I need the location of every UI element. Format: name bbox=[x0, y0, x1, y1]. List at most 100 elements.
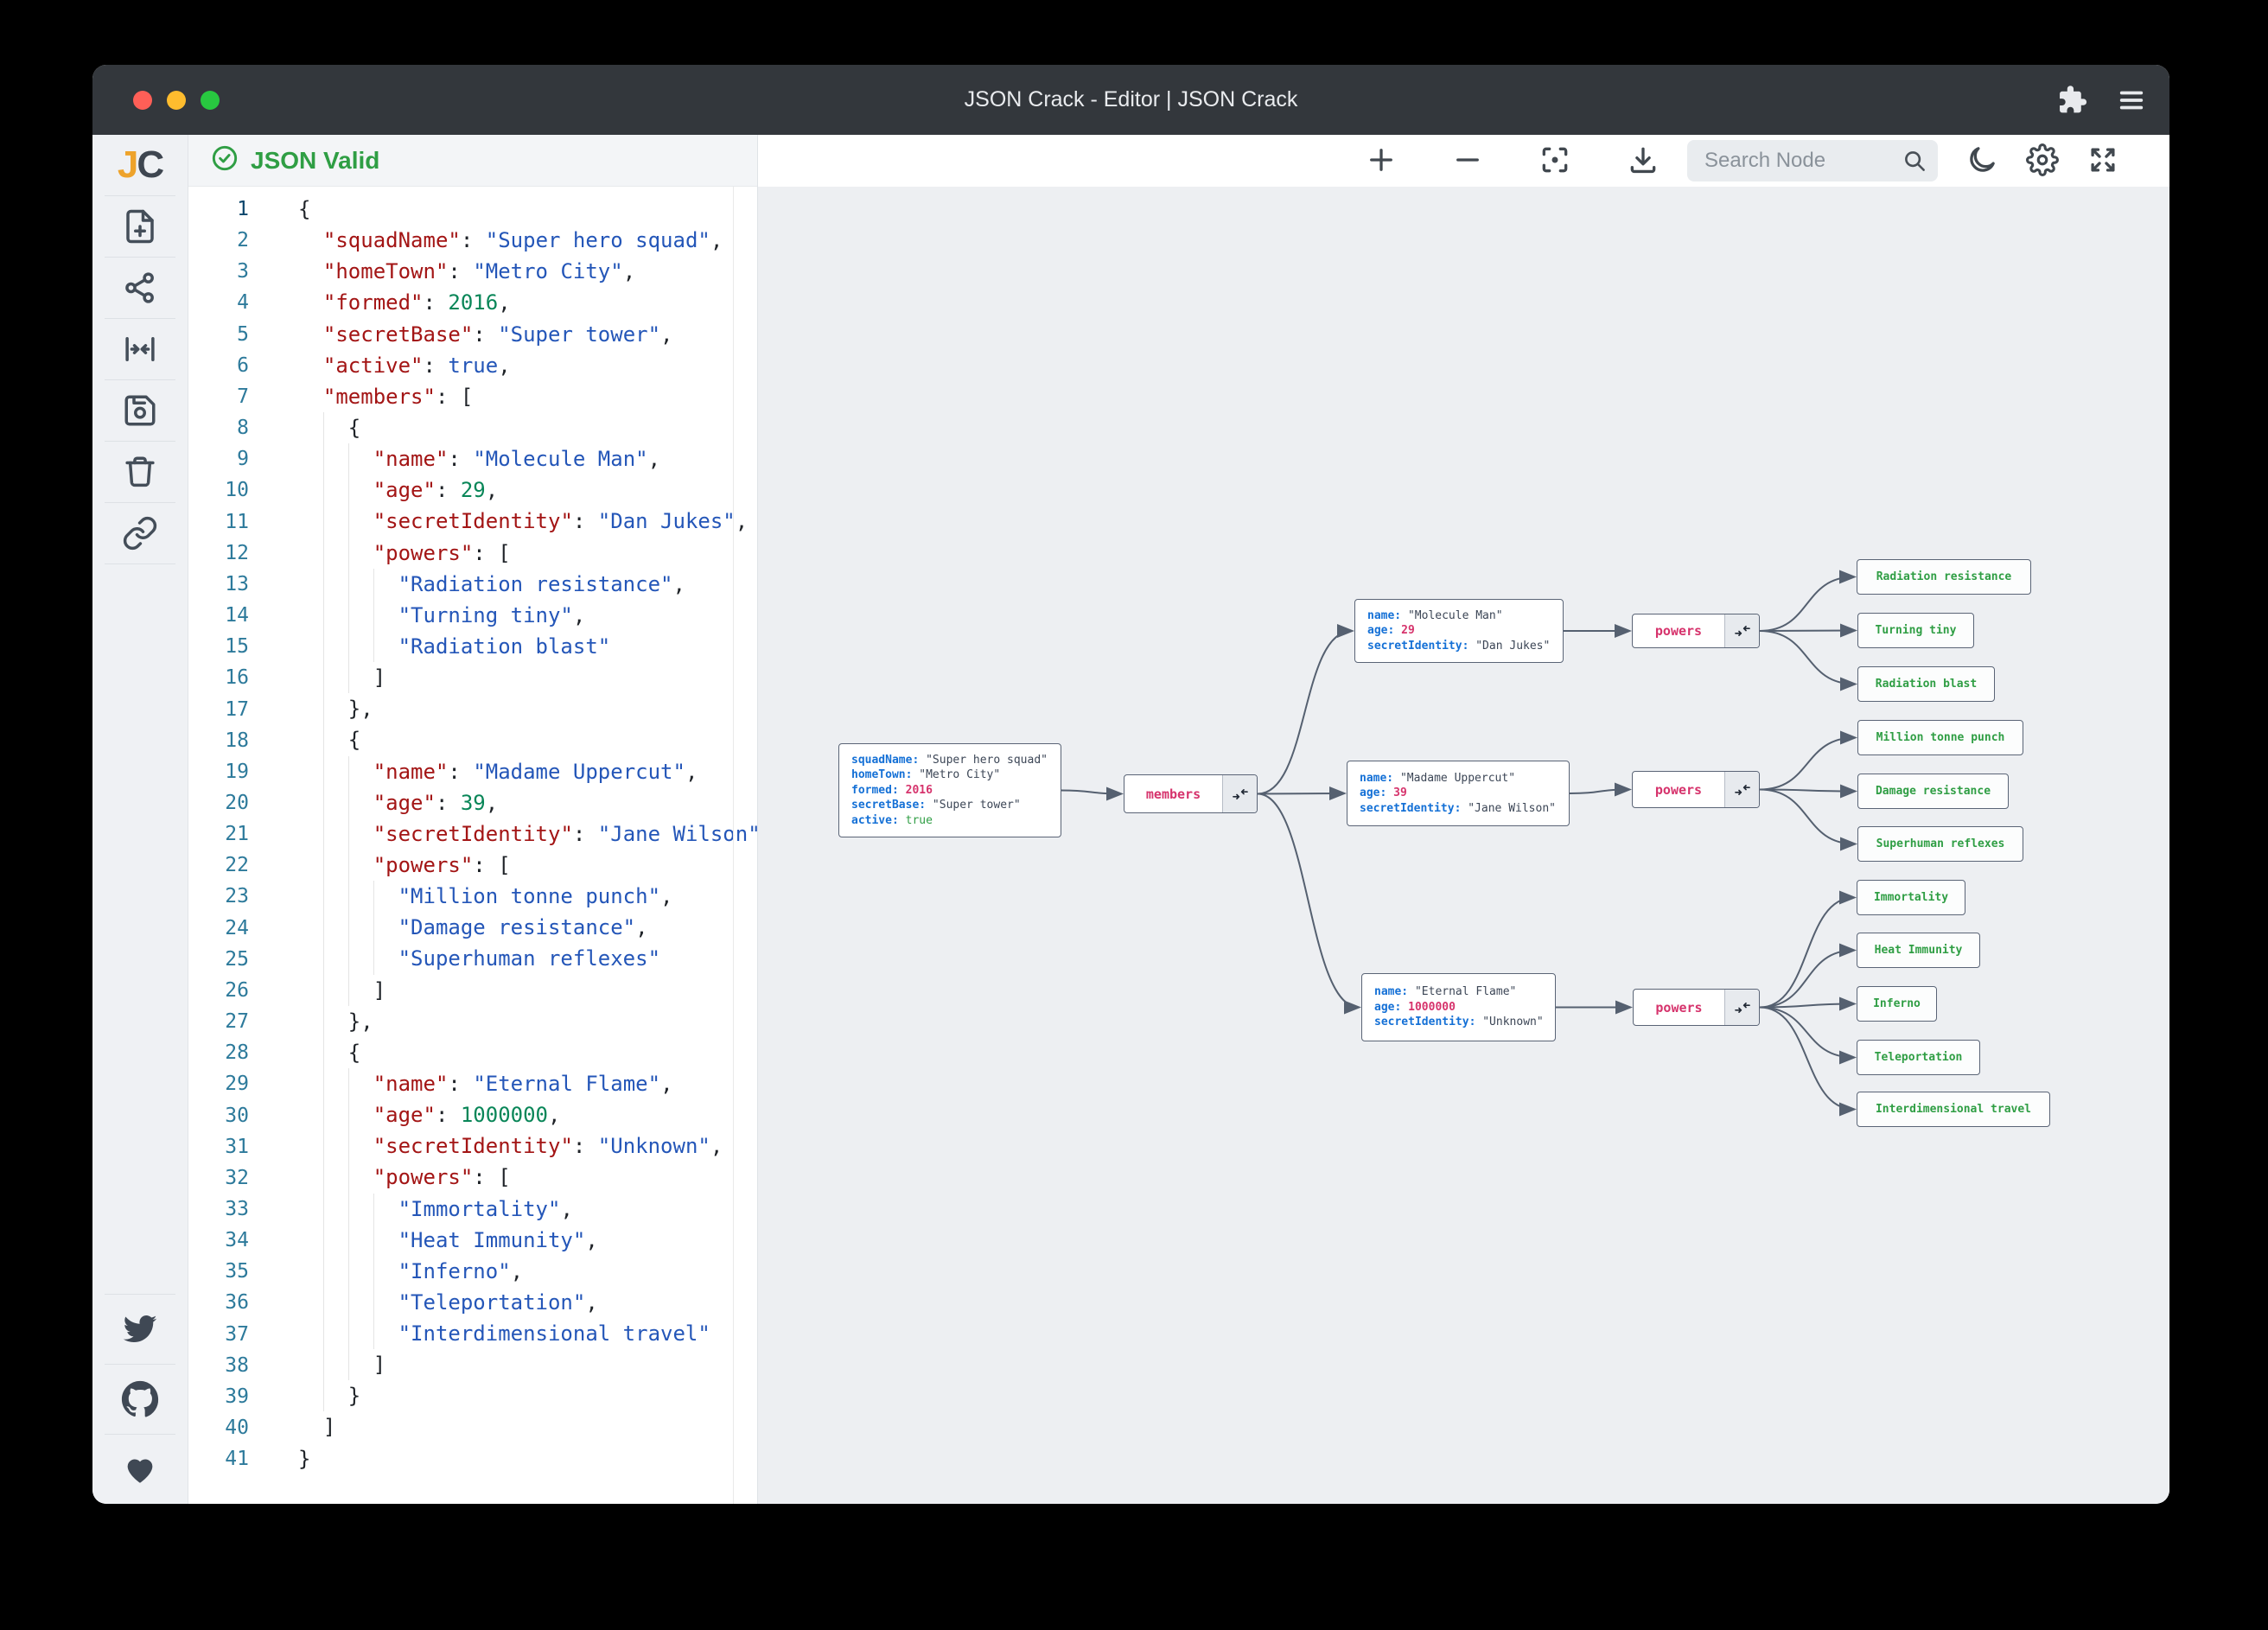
editor-code[interactable]: { "squadName": "Super hero squad", "home… bbox=[298, 194, 757, 1504]
code-line: "secretIdentity": "Unknown", bbox=[298, 1130, 757, 1162]
menu-icon[interactable] bbox=[2114, 86, 2149, 115]
indent-guide bbox=[373, 912, 374, 944]
close-window-button[interactable] bbox=[133, 90, 152, 110]
graph-node-root[interactable]: squadName: "Super hero squad"homeTown: "… bbox=[838, 743, 1061, 837]
code-line: "secretIdentity": "Jane Wilson", bbox=[298, 818, 757, 850]
code-line: "secretIdentity": "Dan Jukes", bbox=[298, 506, 757, 538]
code-line: "Immortality", bbox=[298, 1193, 757, 1225]
graph-node-p1[interactable]: powers bbox=[1632, 614, 1760, 648]
graph-node-l3b[interactable]: Heat Immunity bbox=[1857, 933, 1980, 968]
line-number: 16 bbox=[225, 666, 249, 690]
graph-node-l1a[interactable]: Radiation resistance bbox=[1857, 559, 2031, 595]
graph-node-p3[interactable]: powers bbox=[1633, 989, 1760, 1026]
divider bbox=[105, 1434, 175, 1435]
leaf-text: Teleportation bbox=[1874, 1051, 1963, 1064]
fullscreen-button[interactable] bbox=[2086, 143, 2119, 179]
divider bbox=[105, 318, 175, 319]
collapse-icon[interactable] bbox=[1724, 614, 1759, 647]
collapse-icon[interactable] bbox=[1724, 990, 1759, 1025]
line-number: 41 bbox=[225, 1448, 249, 1471]
indent-guide bbox=[347, 1162, 349, 1194]
graph-node-l1c[interactable]: Radiation blast bbox=[1857, 666, 1995, 702]
window-title: JSON Crack - Editor | JSON Crack bbox=[964, 87, 1298, 111]
graph-node-l1b[interactable]: Turning tiny bbox=[1857, 613, 1974, 648]
indent-guide bbox=[322, 1286, 324, 1319]
extension-puzzle-icon[interactable] bbox=[2055, 84, 2088, 117]
divider bbox=[105, 195, 175, 196]
code-line: "squadName": "Super hero squad", bbox=[322, 228, 723, 253]
sidebar-item-sponsor[interactable] bbox=[92, 1435, 188, 1504]
leaf-text: Turning tiny bbox=[1875, 624, 1957, 637]
indent-guide bbox=[347, 912, 349, 944]
indent-guide bbox=[322, 1380, 324, 1412]
sidebar-item-center-view[interactable] bbox=[92, 319, 188, 379]
zoom-in-button[interactable] bbox=[1366, 144, 1397, 178]
line-number: 26 bbox=[225, 978, 249, 1002]
graph-node-l3a[interactable]: Immortality bbox=[1857, 880, 1965, 915]
sidebar-item-share-link[interactable] bbox=[92, 503, 188, 563]
graph-node-l3c[interactable]: Inferno bbox=[1857, 986, 1937, 1022]
graph-node-l2c[interactable]: Superhuman reflexes bbox=[1857, 826, 2023, 862]
indent-guide bbox=[322, 849, 324, 882]
title-bar: JSON Crack - Editor | JSON Crack bbox=[92, 65, 2169, 135]
maximize-window-button[interactable] bbox=[201, 90, 220, 110]
sidebar-item-github[interactable] bbox=[92, 1365, 188, 1434]
sidebar-item-save[interactable] bbox=[92, 380, 188, 441]
search-node-box bbox=[1687, 140, 1938, 181]
graph-canvas[interactable]: squadName: "Super hero squad"homeTown: "… bbox=[758, 187, 2169, 1504]
divider bbox=[105, 1294, 175, 1295]
graph-node-l3e[interactable]: Interdimensional travel bbox=[1857, 1092, 2050, 1127]
download-image-button[interactable] bbox=[1627, 143, 1660, 179]
code-line: { bbox=[298, 1036, 757, 1068]
line-number: 9 bbox=[237, 448, 249, 471]
twitter-icon bbox=[122, 1311, 158, 1347]
toggle-theme-button[interactable] bbox=[1965, 143, 1998, 179]
line-number: 37 bbox=[225, 1322, 249, 1346]
graph-node-p2[interactable]: powers bbox=[1632, 771, 1760, 808]
graph-node-l2a[interactable]: Million tonne punch bbox=[1857, 720, 2023, 755]
code-line: { bbox=[298, 411, 757, 444]
leaf-text: Radiation blast bbox=[1875, 678, 1978, 691]
graph-edge bbox=[1759, 943, 1857, 1009]
indent-guide bbox=[322, 537, 324, 569]
node-row: active: true bbox=[851, 813, 933, 827]
collapse-icon[interactable] bbox=[1724, 772, 1759, 807]
indent-guide bbox=[322, 786, 324, 818]
settings-button[interactable] bbox=[2026, 143, 2059, 179]
divider bbox=[105, 379, 175, 380]
graph-node-members[interactable]: members bbox=[1124, 774, 1258, 813]
indent-guide bbox=[322, 943, 324, 975]
sidebar-item-graph-view[interactable] bbox=[92, 258, 188, 318]
leaf-text: Superhuman reflexes bbox=[1876, 837, 2005, 850]
code-line: } bbox=[298, 1446, 311, 1471]
editor-status-bar: JSON Valid bbox=[188, 135, 757, 187]
line-number: 19 bbox=[225, 760, 249, 783]
graph-node-l3d[interactable]: Teleportation bbox=[1857, 1040, 1980, 1075]
indent-guide bbox=[322, 724, 324, 756]
minimize-window-button[interactable] bbox=[167, 90, 186, 110]
sidebar-item-twitter[interactable] bbox=[92, 1295, 188, 1364]
graph-node-l2b[interactable]: Damage resistance bbox=[1857, 774, 2009, 809]
search-node-input[interactable] bbox=[1687, 140, 1938, 181]
code-line: "members": [ bbox=[322, 384, 474, 409]
collapse-icon[interactable] bbox=[1222, 775, 1257, 812]
code-line: "age": 29, bbox=[298, 474, 757, 506]
code-line: "age": 39, bbox=[298, 786, 757, 818]
file-plus-icon bbox=[122, 208, 158, 245]
sidebar-item-delete[interactable] bbox=[92, 442, 188, 502]
sidebar-item-new-document[interactable] bbox=[92, 196, 188, 257]
indent-guide bbox=[347, 506, 349, 538]
indent-guide bbox=[373, 1318, 374, 1350]
center-graph-button[interactable] bbox=[1539, 143, 1571, 179]
line-number: 23 bbox=[225, 885, 249, 908]
search-icon[interactable] bbox=[1902, 148, 1927, 178]
line-number: 36 bbox=[225, 1291, 249, 1315]
zoom-out-button[interactable] bbox=[1452, 144, 1483, 178]
indent-guide bbox=[322, 881, 324, 913]
